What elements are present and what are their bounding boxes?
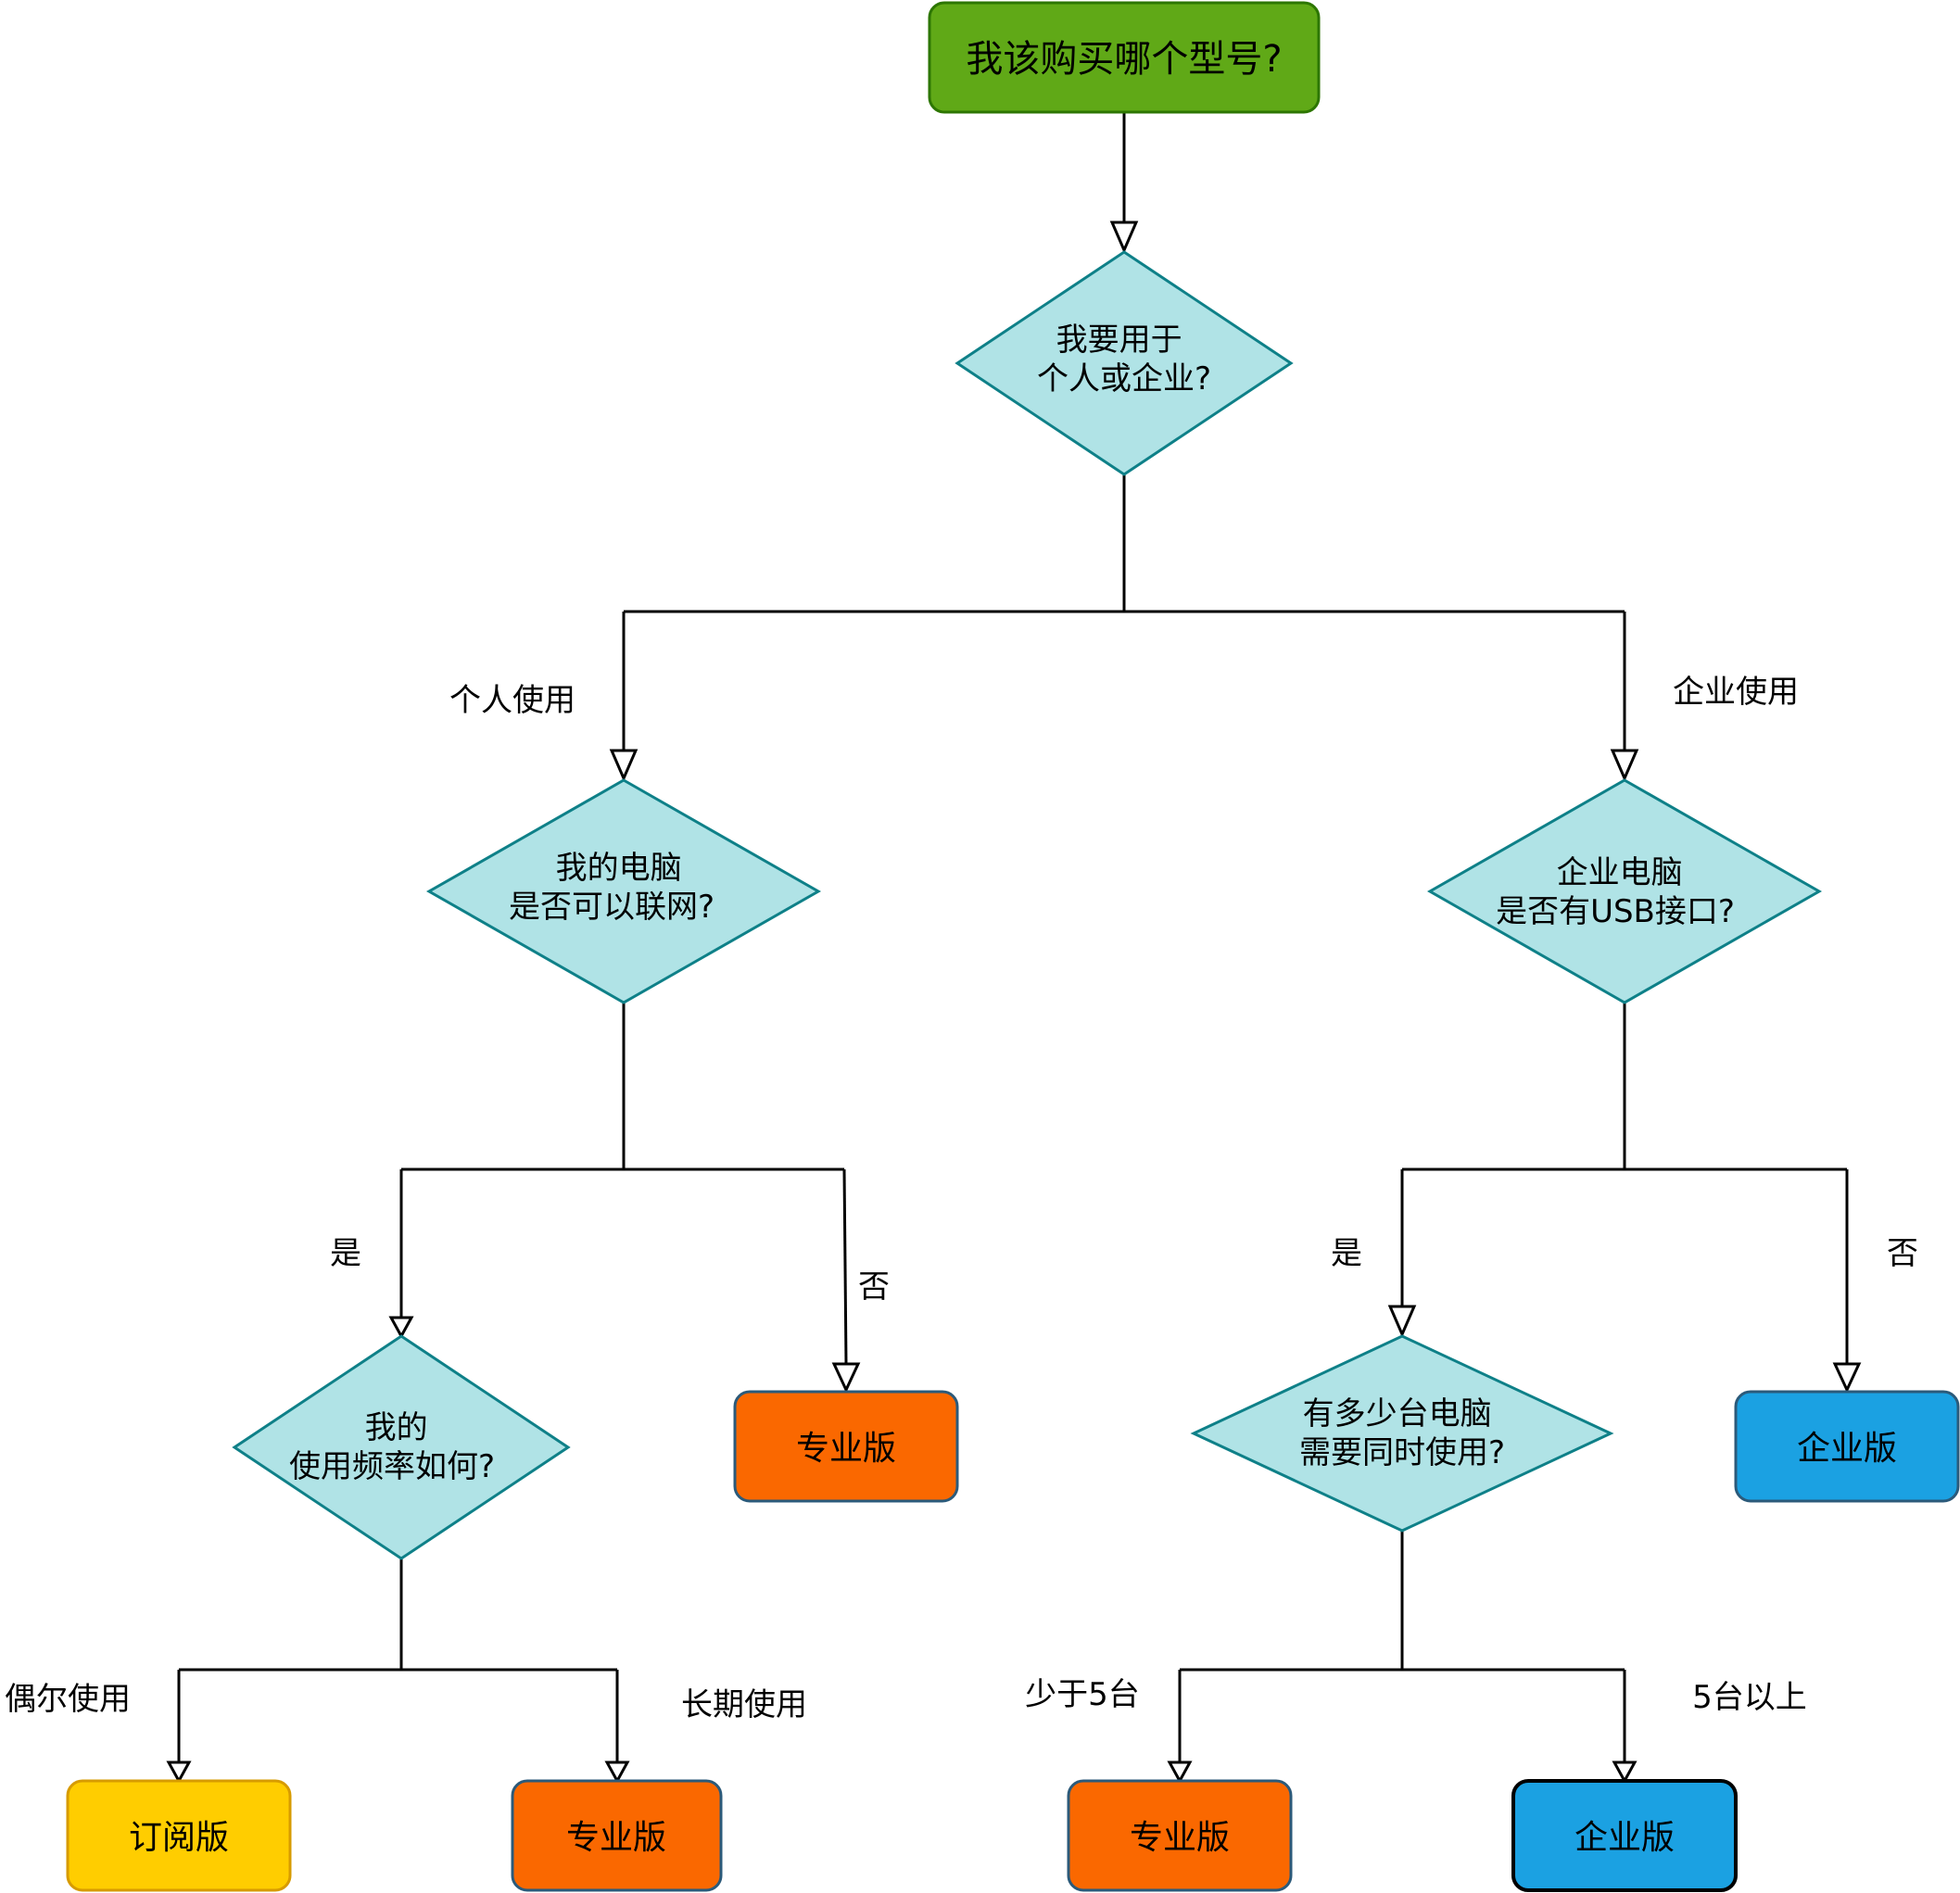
arrowhead	[1610, 749, 1639, 782]
pro-long-term-node-text: 专业版	[566, 1819, 666, 1857]
arrowhead	[1832, 1362, 1862, 1394]
computer-count-decision-text: 有多少台电脑 需要同时使用?	[1299, 1395, 1505, 1471]
start-node-text: 我该购买哪个型号?	[966, 38, 1282, 81]
arrowhead	[609, 749, 639, 782]
arrowhead	[166, 1760, 192, 1785]
arrowhead	[388, 1316, 414, 1340]
computer-count-decision	[1190, 1334, 1614, 1533]
edge-label-network-no: 否	[858, 1268, 890, 1306]
subscription-node-text: 订阅版	[129, 1819, 229, 1857]
edge-label-enterprise: 企业使用	[1673, 674, 1799, 711]
pro-offline-node-text: 专业版	[796, 1430, 896, 1468]
enterprise-many-node	[1511, 1779, 1738, 1892]
edge-label-network-yes: 是	[330, 1235, 361, 1272]
personal-network-decision-text: 我的电脑 是否可以联网?	[509, 850, 714, 926]
edge-count-split	[1180, 1531, 1625, 1672]
pro-offline-node	[733, 1390, 959, 1503]
subscription-node	[66, 1779, 292, 1892]
pro-few-node-text: 专业版	[1130, 1819, 1230, 1857]
edge-label-usb-no: 否	[1887, 1235, 1918, 1272]
enterprise-usb-decision	[1426, 778, 1823, 1004]
edge-label-long-term: 长期使用	[681, 1686, 807, 1723]
edge-label-usb-yes: 是	[1331, 1235, 1362, 1272]
enterprise-no-usb-node	[1734, 1390, 1960, 1503]
edge-label-personal: 个人使用	[449, 682, 575, 719]
edge-label-occasional: 偶尔使用	[5, 1681, 131, 1718]
enterprise-no-usb-node-text: 企业版	[1797, 1430, 1897, 1468]
frequency-decision	[232, 1334, 571, 1560]
usage-decision	[955, 250, 1294, 476]
arrowhead	[831, 1362, 861, 1394]
pro-long-term-node	[511, 1779, 723, 1892]
edge-usage-split	[624, 474, 1625, 613]
arrowhead	[604, 1760, 630, 1785]
edge-label-five-plus: 5台以上	[1692, 1679, 1807, 1716]
edge-frequency-split	[179, 1559, 617, 1672]
arrowhead	[1612, 1760, 1638, 1785]
start-node	[928, 1, 1321, 114]
arrowhead	[1167, 1760, 1193, 1785]
frequency-decision-text: 我的 使用频率如何?	[289, 1409, 495, 1485]
enterprise-many-node-text: 企业版	[1574, 1819, 1675, 1857]
edge-usb-split	[1402, 1003, 1847, 1171]
edge-to-pro-offline	[842, 1168, 848, 1365]
enterprise-usb-decision-text: 企业电脑 是否有USB接口?	[1496, 854, 1735, 930]
arrowhead	[1387, 1305, 1417, 1338]
arrowhead	[1109, 221, 1139, 254]
edge-label-under-five: 少于5台	[1025, 1676, 1140, 1713]
edge-network-split	[401, 1003, 844, 1171]
pro-few-node	[1067, 1779, 1293, 1892]
personal-network-decision	[425, 778, 822, 1004]
usage-decision-text: 我要用于 个人或企业?	[1037, 322, 1211, 398]
